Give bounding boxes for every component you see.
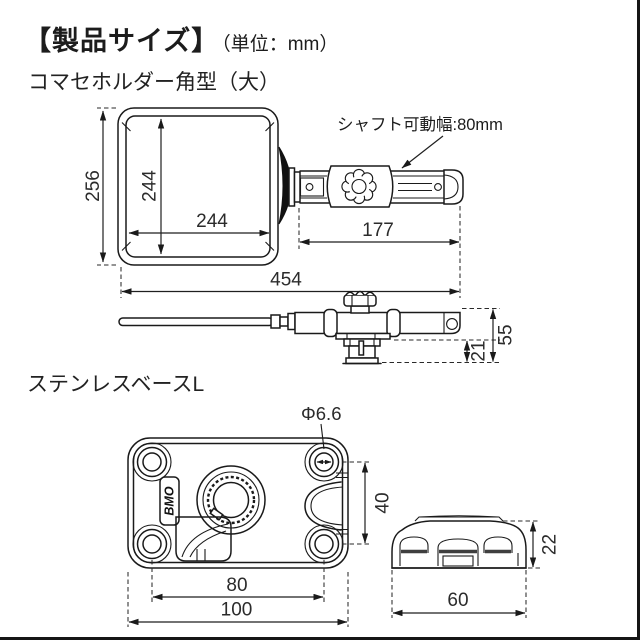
section-title-base: ステンレスベースL (27, 373, 205, 396)
section-title-holder: コマセホルダー角型（大） (28, 71, 280, 94)
unit-note: （単位：mm） (221, 34, 339, 55)
dim-base-height: 22 (540, 534, 561, 555)
holder-side-view: 21 55 (118, 290, 517, 365)
dim-base-width: 100 (221, 600, 253, 621)
dim-mount-height: 21 (469, 340, 490, 361)
base-side-view: 22 60 (391, 515, 561, 618)
page-header: 【製品サイズ】（単位：mm） (24, 19, 338, 58)
dim-total-length: 454 (270, 270, 302, 291)
page-title: 【製品サイズ】 (24, 26, 220, 56)
brand-logo: BMO (163, 486, 177, 515)
dim-outer-height: 256 (83, 170, 104, 202)
base-top-view: BMO Φ6.6 40 80 (127, 403, 394, 627)
dim-inner-height: 244 (140, 170, 161, 202)
shaft-note-label: シャフト可動幅:80mm (337, 115, 503, 134)
dim-hole-pitch-vertical: 40 (373, 492, 394, 513)
dim-total-height: 55 (496, 324, 517, 345)
dim-hole-pitch-horizontal: 80 (226, 575, 247, 596)
dim-shaft-length: 177 (362, 220, 394, 241)
star-knob (341, 168, 377, 205)
dim-inner-width: 244 (196, 211, 228, 232)
dim-hole-diameter: Φ6.6 (301, 403, 341, 424)
holder-front-view: シャフト可動幅:80mm 256 244 244 177 454 (83, 107, 503, 298)
dim-base-side-width: 60 (447, 590, 468, 611)
